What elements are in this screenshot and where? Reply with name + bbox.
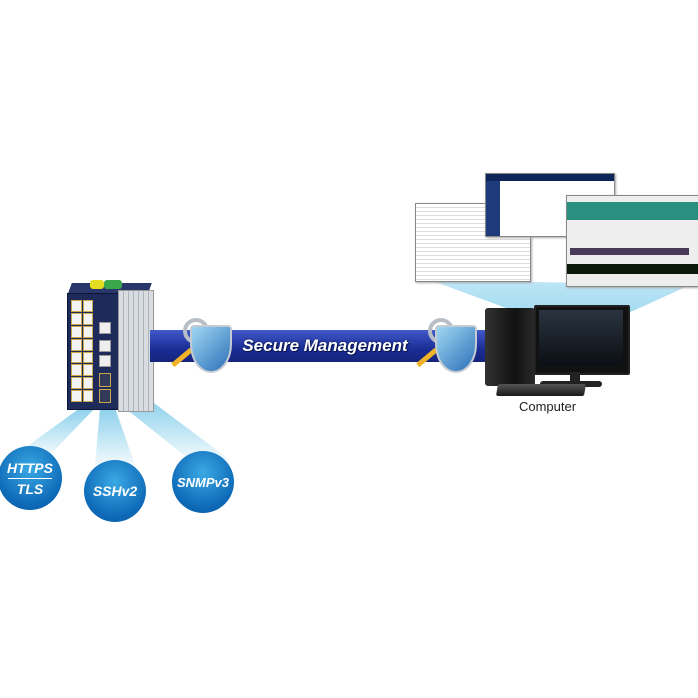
computer-tower (485, 308, 535, 386)
protocol-label: SSHv2 (92, 483, 138, 499)
uplink-port (99, 322, 111, 334)
banner-label: Secure Management (242, 336, 408, 355)
divider (8, 477, 52, 479)
power-terminal-yellow (90, 280, 104, 289)
protocol-label: TLS (16, 480, 44, 497)
uplink-port (99, 355, 111, 367)
monitor-screen (539, 310, 623, 366)
shield-icon (435, 325, 477, 373)
protocol-label: HTTPS (7, 459, 53, 476)
protocol-sshv2: SSHv2 (84, 460, 146, 522)
monitor-stand (570, 372, 580, 382)
computer-label: Computer (518, 399, 577, 414)
protocol-label: SNMPv3 (176, 474, 230, 490)
sfp-port (99, 373, 111, 387)
shield-icon (190, 325, 232, 373)
beam-ssh (95, 408, 135, 465)
monitoring-window (566, 195, 698, 287)
protocol-https-tls: HTTPS TLS (0, 446, 62, 510)
power-terminal-green (104, 280, 122, 289)
beam-https (15, 408, 95, 455)
sfp-port (99, 389, 111, 403)
beam-snmp (125, 400, 230, 460)
switch-heatsink (118, 290, 154, 412)
uplink-port (99, 340, 111, 352)
keyboard (495, 384, 587, 396)
protocol-snmpv3: SNMPv3 (172, 451, 234, 513)
ethernet-ports (71, 300, 93, 402)
